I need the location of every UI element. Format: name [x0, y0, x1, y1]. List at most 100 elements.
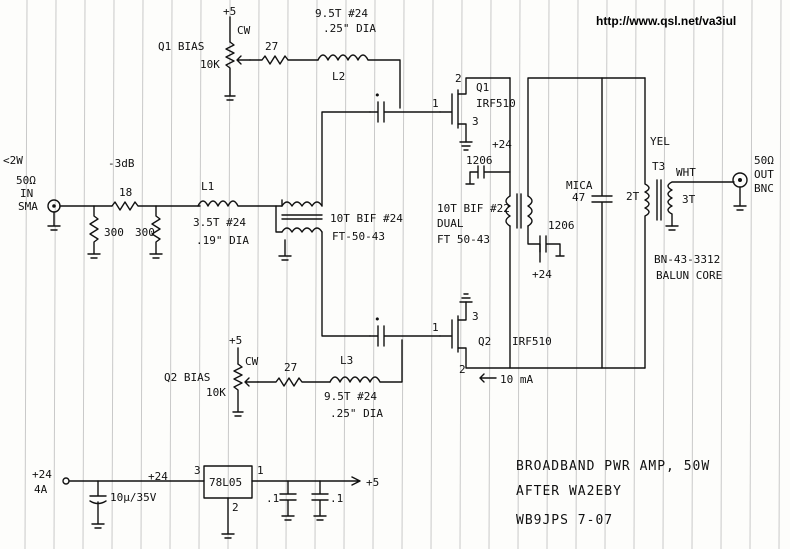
l2-turns: 9.5T #24 — [315, 7, 368, 20]
ps-input-cap-value: 10µ/35V — [110, 491, 157, 504]
title-line3: WB9JPS 7-07 — [516, 513, 613, 528]
q1-bias-network: +5 CW Q1 BIAS 10K 27 — [158, 5, 319, 101]
ps-pin-in: 3 — [194, 464, 201, 477]
out-xfmr-primary-a — [505, 195, 511, 227]
q2-bias-cw: CW — [245, 355, 259, 368]
t3-balun: YEL T3 2T WHT 3T BN-43-3312 BALUN CORE — [626, 77, 735, 369]
ps-bypass-cap-2 — [311, 480, 329, 521]
t3-primary: 2T — [626, 190, 640, 203]
current-label: 10 mA — [500, 373, 533, 386]
q1-gate-cap — [369, 101, 441, 123]
l2-inductor: 9.5T #24 .25" DIA L2 — [315, 7, 401, 109]
r-shunt-1-value: 300 — [104, 226, 124, 239]
t3-ground-icon — [665, 225, 679, 231]
q2-pin3: 3 — [472, 310, 479, 323]
mica-value: 47 — [572, 191, 585, 204]
mica-label: MICA — [566, 179, 593, 192]
l3-inductor: L3 9.5T #24 .25" DIA — [324, 339, 403, 420]
input-xfmr-line1: 10T BIF #24 — [330, 212, 403, 225]
q1-pin1: 1 — [432, 97, 439, 110]
t3-secondary: 3T — [682, 193, 696, 206]
regulator-ground-icon — [221, 497, 235, 539]
q2-name: Q2 — [478, 335, 491, 348]
r-series-value: 18 — [119, 186, 132, 199]
out-xfmr-cap-top: 1206 — [466, 154, 493, 167]
q1-bias-pot-symbol — [224, 41, 236, 101]
q2-bias-pot-symbol — [232, 363, 244, 417]
input-xfmr-line2: FT-50-43 — [332, 230, 385, 243]
l1-inductor: L1 3.5T #24 .19" DIA — [193, 180, 283, 247]
q2-bias-resistor-value: 27 — [284, 361, 297, 374]
q1-bias-pot: 10K — [200, 58, 220, 71]
l3-coil — [329, 339, 403, 383]
q2-bias-label: Q2 BIAS — [164, 371, 210, 384]
q1-bias-label: Q1 BIAS — [158, 40, 204, 53]
out-xfmr-supply-top: +24 — [492, 138, 512, 151]
bnc-pin-icon — [738, 178, 742, 182]
ps-pin-out: 1 — [257, 464, 264, 477]
q2-mosfet: 1 3 Q2 IRF510 2 10 mA — [432, 293, 552, 386]
r-series-resistor — [111, 201, 201, 211]
q1-mosfet: 1 2 3 Q1 IRF510 — [432, 72, 516, 151]
q2-bias-wiper-icon — [244, 377, 259, 387]
input-xfmr-top-wire — [321, 111, 371, 207]
out-xfmr-line2: DUAL — [437, 217, 464, 230]
input-transformer: 10T BIF #24 FT-50-43 — [275, 111, 403, 337]
q1-ground-icon — [459, 141, 473, 151]
q1-drain-source — [457, 77, 511, 143]
ps-vin-label: +24 — [148, 470, 168, 483]
q2-ground-icon — [459, 293, 473, 303]
ps-bypass-cap-1 — [279, 480, 297, 521]
q2-bias-pot: 10K — [206, 386, 226, 399]
q2-gate-cap — [369, 325, 441, 347]
source-url: http://www.qsl.net/va3iul — [596, 14, 736, 28]
ps-output-wire — [251, 476, 361, 486]
q2-bias-resistor — [257, 377, 331, 387]
sma-pin-icon — [52, 204, 56, 208]
q2-drain-source — [457, 301, 511, 369]
regulator-label: 78L05 — [209, 476, 242, 489]
q1-bias-supply: +5 — [223, 5, 236, 18]
title-block: BROADBAND PWR AMP, 50W AFTER WA2EBY WB9J… — [516, 459, 709, 528]
l1-coil — [197, 200, 283, 207]
q2-bias-network: +5 CW Q2 BIAS 10K 27 — [164, 334, 331, 417]
t3-secondary-coil — [667, 181, 735, 227]
l3-turns: 9.5T #24 — [324, 390, 377, 403]
output-connector: BNC — [754, 182, 774, 195]
ps-pin-gnd: 2 — [232, 501, 239, 514]
attenuator-label: -3dB — [108, 157, 135, 170]
q1-pin2: 2 — [455, 72, 462, 85]
l2-name: L2 — [332, 70, 345, 83]
q1-part: IRF510 — [476, 97, 516, 110]
output-label: OUT — [754, 168, 774, 181]
input-impedance-label: 50Ω — [16, 174, 36, 187]
q1-bias-cw: CW — [237, 24, 251, 37]
output-transformer: +24 1206 1206 +24 10T BIF #22 DUAL FT 50… — [437, 77, 646, 369]
ps-vout-label: +5 — [366, 476, 379, 489]
out-xfmr-line3: FT 50-43 — [437, 233, 490, 246]
q1-gate-cap-mark: • — [374, 89, 381, 102]
t3-wht: WHT — [676, 166, 696, 179]
input-xfmr-secondary — [281, 227, 323, 233]
current-arrow-icon — [479, 373, 497, 383]
q2-bias-supply: +5 — [229, 334, 242, 347]
out-xfmr-cap-bottom: 1206 — [548, 219, 575, 232]
l1-turns: 3.5T #24 — [193, 216, 246, 229]
output-impedance: 50Ω — [754, 154, 774, 167]
ps-input-voltage: +24 — [32, 468, 52, 481]
l2-dia: .25" DIA — [323, 22, 376, 35]
q2-pin2: 2 — [459, 363, 466, 376]
q2-pin1: 1 — [432, 321, 439, 334]
q2-gate-cap-mark: • — [374, 313, 381, 326]
input-connector-label: SMA — [18, 200, 38, 213]
q1-bias-wiper-icon — [236, 55, 251, 65]
title-line2: AFTER WA2EBY — [516, 484, 622, 499]
mica-capacitor: MICA 47 — [566, 77, 613, 369]
input-xfmr-bottom-wire — [321, 231, 371, 337]
l3-dia: .25" DIA — [330, 407, 383, 420]
l3-name: L3 — [340, 354, 353, 367]
ps-c1-value: .1 — [266, 492, 279, 505]
ps-input-terminal-icon — [62, 477, 70, 485]
out-xfmr-supply-bottom: +24 — [532, 268, 552, 281]
